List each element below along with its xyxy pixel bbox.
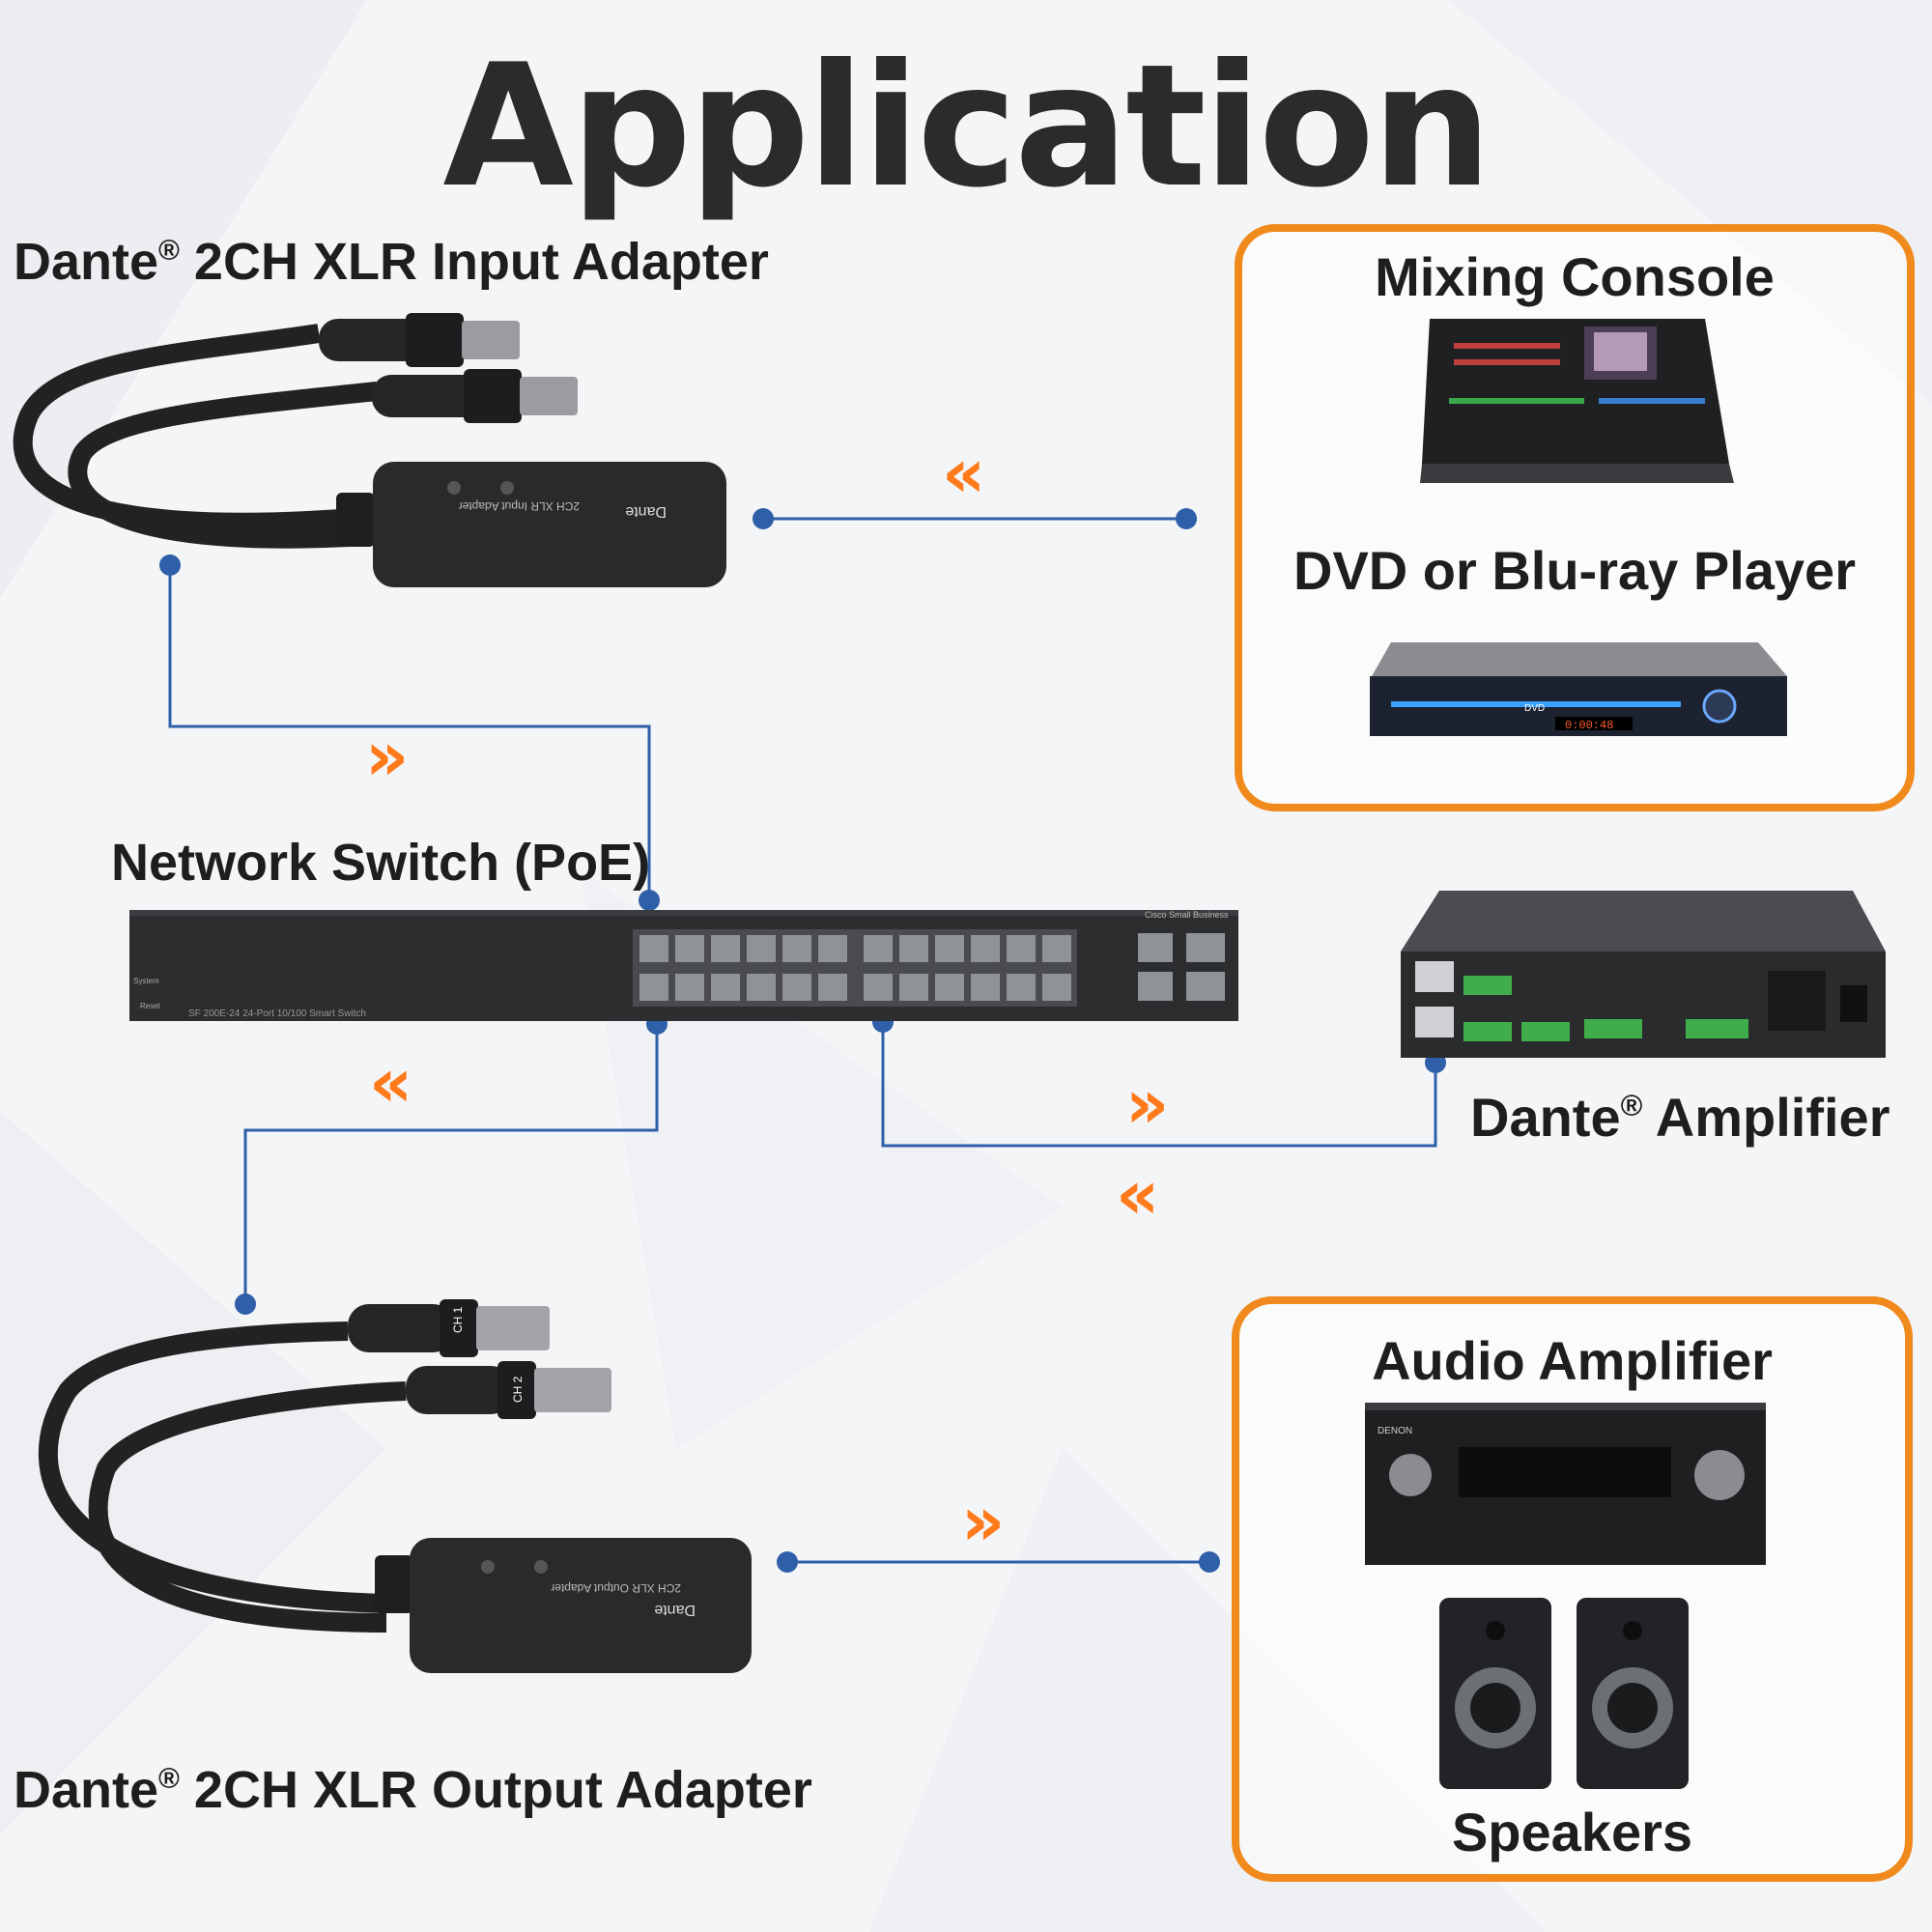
- input-to-switch-line: [168, 565, 651, 900]
- switch-to-output-line: [243, 1024, 659, 1304]
- dvd-player-device: 0:00:48 DVD: [1370, 642, 1787, 736]
- connection-lines: [168, 517, 1437, 1564]
- dante-logo: Dante: [625, 503, 667, 520]
- page-title: Application: [442, 29, 1492, 225]
- output-devices-box: [1232, 1296, 1913, 1882]
- audio-amplifier-label: Audio Amplifier: [1372, 1330, 1773, 1391]
- dvd-player-label: DVD or Blu-ray Player: [1293, 540, 1856, 601]
- dvd-time-display: 0:00:48: [1565, 719, 1613, 732]
- network-switch-device: SF 200E-24 24-Port 10/100 Smart Switch C…: [129, 910, 1238, 1021]
- input-adapter-device: 2CH XLR Input Adapter Dante: [13, 313, 726, 587]
- arrow-right-icon: »: [1125, 1065, 1170, 1144]
- switch-port-grid: [639, 933, 1225, 1001]
- arrow-left-icon: «: [1116, 1155, 1160, 1235]
- output-adapter-device: CH 1 CH 2 2CH XLR Output Adapter Dante: [38, 1299, 752, 1673]
- dante-logo: Dante: [654, 1602, 696, 1618]
- speakers-device: [1439, 1598, 1689, 1789]
- amp-brand: DENON: [1378, 1426, 1412, 1436]
- input-adapter-label: Dante® 2CH XLR Input Adapter: [14, 233, 769, 291]
- switch-system-text: System: [133, 977, 159, 985]
- switch-brand-text: Cisco Small Business: [1145, 910, 1229, 920]
- amp-terminals: [1463, 976, 1748, 1041]
- dante-amplifier-label: Dante® Amplifier: [1470, 1087, 1890, 1148]
- input-adapter-body-text: 2CH XLR Input Adapter: [459, 499, 580, 513]
- switch-reset-text: Reset: [140, 1002, 161, 1010]
- output-adapter-body-text: 2CH XLR Output Adapter: [551, 1581, 681, 1595]
- connection-dots: [159, 508, 1446, 1573]
- switch-ports: [633, 929, 1077, 1007]
- mixing-console-label: Mixing Console: [1375, 246, 1775, 307]
- speakers-label: Speakers: [1451, 1802, 1693, 1862]
- switch-model-text: SF 200E-24 24-Port 10/100 Smart Switch: [188, 1009, 366, 1019]
- mixing-console-device: [1420, 319, 1734, 483]
- network-switch-label: Network Switch (PoE): [111, 834, 651, 892]
- arrow-right-icon: »: [365, 717, 410, 796]
- audio-amplifier-device: DENON: [1365, 1403, 1766, 1565]
- arrow-left-icon: «: [369, 1043, 413, 1122]
- arrow-right-icon: »: [961, 1482, 1006, 1561]
- dvd-logo: DVD: [1524, 703, 1545, 714]
- ch2-label: CH 2: [511, 1376, 525, 1403]
- output-adapter-label: Dante® 2CH XLR Output Adapter: [14, 1761, 812, 1819]
- switch-to-amp-line: [881, 1022, 1437, 1148]
- ch1-label: CH 1: [451, 1306, 465, 1333]
- arrow-left-icon: «: [942, 434, 986, 513]
- dante-amplifier-device: [1401, 891, 1886, 1058]
